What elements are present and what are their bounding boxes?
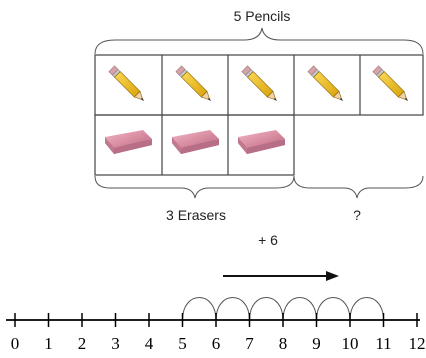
jump-arc (349, 297, 384, 321)
jump-arc (282, 297, 317, 321)
pencils (108, 65, 412, 105)
number-line-tick-label: 5 (178, 334, 187, 353)
erasers (105, 130, 285, 154)
eraser-icon (105, 130, 152, 154)
jump-arc (182, 297, 217, 321)
number-line-tick-label: 11 (375, 334, 391, 353)
number-line-tick-label: 10 (342, 334, 359, 353)
eraser-row (94, 114, 295, 176)
arrow-right-icon (223, 271, 339, 281)
jump-arcs (182, 297, 384, 321)
number-line-tick-label: 8 (279, 334, 288, 353)
grid (94, 54, 424, 176)
number-line-tick-label: 12 (409, 334, 426, 353)
erasers-label: 3 Erasers (166, 207, 226, 223)
eraser-icon (238, 130, 285, 154)
pencil-icon (307, 65, 347, 105)
jump-arc (316, 297, 351, 321)
number-line-tick-label: 4 (145, 334, 154, 353)
pencil-icon (175, 65, 215, 105)
pencil-icon (241, 65, 281, 105)
number-line-tick-label: 6 (212, 334, 221, 353)
number-line-tick-label: 1 (44, 334, 53, 353)
jump-label: + 6 (258, 232, 278, 248)
top-brace (94, 27, 424, 55)
question-mark-label: ? (353, 207, 361, 223)
erasers-brace (94, 175, 295, 199)
jump-arc (249, 297, 284, 321)
number-line-tick-label: 7 (245, 334, 254, 353)
number-line-tick-label: 0 (11, 334, 20, 353)
top-label: 5 Pencils (234, 8, 291, 24)
number-line-tick-label: 2 (78, 334, 87, 353)
unknown-brace (293, 175, 424, 199)
eraser-icon (172, 130, 219, 154)
pencil-icon (108, 65, 148, 105)
pencil-icon (372, 65, 412, 105)
jump-arc (215, 297, 250, 321)
number-line-tick-label: 9 (312, 334, 321, 353)
number-line-tick-label: 3 (111, 334, 120, 353)
